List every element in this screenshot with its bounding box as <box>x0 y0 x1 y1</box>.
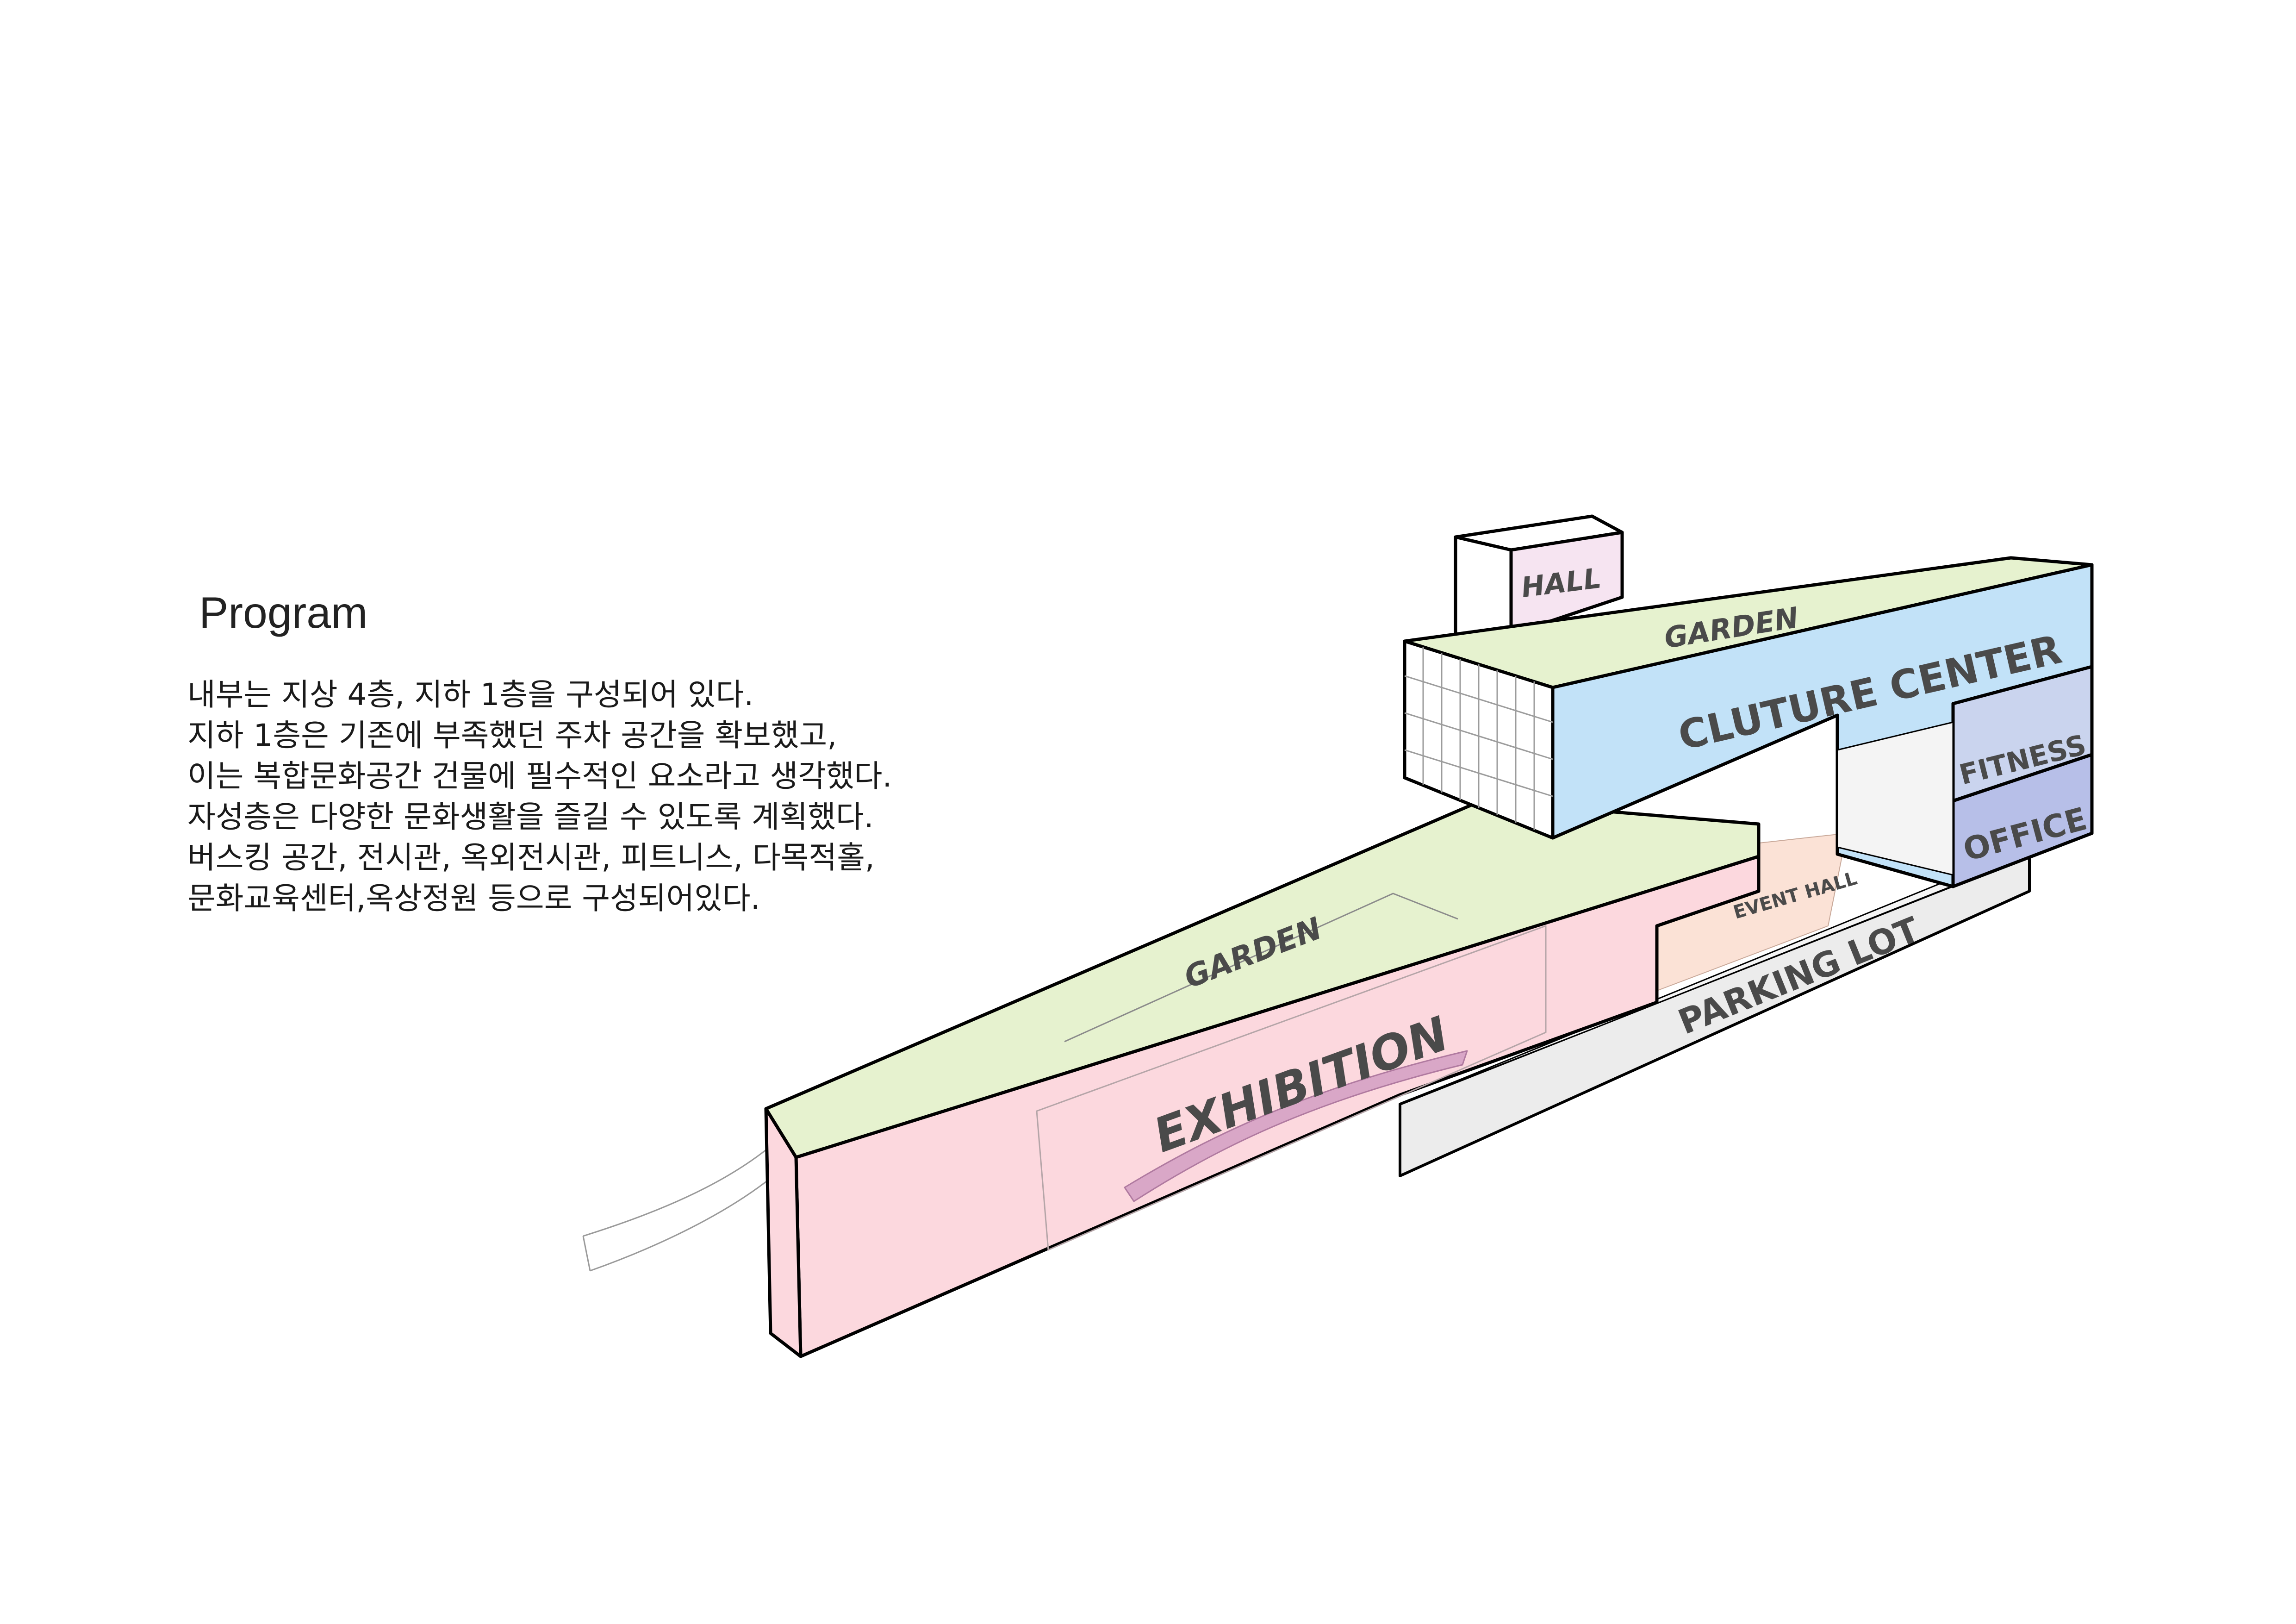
program-title: Program <box>199 588 368 637</box>
exhibition-volume <box>764 799 1761 1358</box>
exhibition-front-face <box>794 855 1761 1358</box>
hall-tower <box>1454 514 1624 641</box>
hall-tower-front-face <box>1509 531 1624 636</box>
hall-tower-left-face <box>1454 535 1513 641</box>
description-line: 이는 복합문화공간 건물에 필수적인 요소라고 생각했다. <box>187 758 892 794</box>
program-description: 내부는 지상 4층, 지하 1층을 구성되어 있다. 지하 1층은 기존에 부족… <box>187 675 1067 919</box>
glazing-grid <box>1404 647 1553 830</box>
garden-path <box>1064 893 1458 1043</box>
exhibition-seating <box>1124 1050 1468 1202</box>
exhibition-end-face <box>764 1107 803 1358</box>
exhibition-inner-frame <box>1036 925 1547 1251</box>
description-line: 자성층은 다양한 문화생활을 즐길 수 있도록 계획했다. <box>187 799 874 835</box>
description-line: 문화교육센터,옥상정원 등으로 구성되어있다. <box>187 881 760 916</box>
description-line: 내부는 지상 4층, 지하 1층을 구성되어 있다. <box>187 677 754 712</box>
description-line: 버스킹 공간, 전시관, 옥외전시관, 피트니스, 다목적홀, <box>187 840 875 875</box>
description-line: 지하 1층은 기존에 부족했던 주차 공간을 확보했고, <box>187 718 837 753</box>
culture-opening-interior <box>1836 721 1954 876</box>
site-ramp-lines <box>582 1147 772 1272</box>
program-text-block: Program 내부는 지상 4층, 지하 1층을 구성되어 있다. 지하 1층… <box>187 588 1067 919</box>
